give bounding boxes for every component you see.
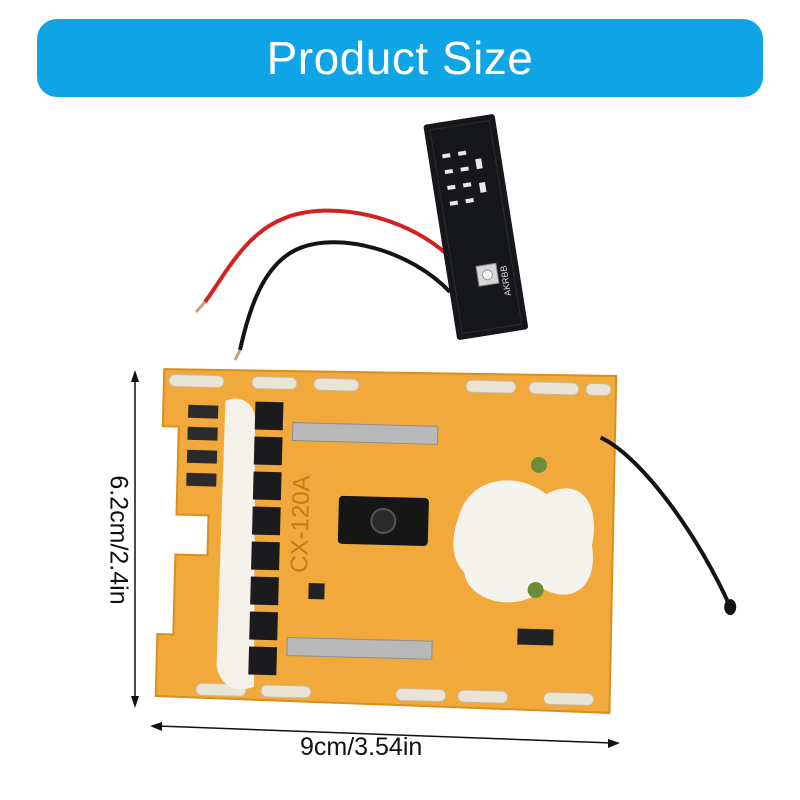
thermistor-wire: [599, 435, 733, 608]
white-glue-strip: [216, 398, 256, 690]
red-wire: [203, 208, 457, 304]
white-glue-blob: [453, 480, 595, 603]
dimension-arrow-vertical-icon: [131, 370, 139, 708]
banner-title: Product Size: [266, 32, 534, 84]
title-banner: Product Size: [37, 19, 763, 97]
board-marking: CX-120A: [286, 475, 316, 573]
black-wire: [238, 240, 452, 351]
height-dimension-label: 6.2cm/2.4in: [104, 475, 133, 605]
indicator-board: [423, 114, 529, 340]
indicator-board-assembly: AKRBB: [194, 114, 529, 361]
bms-board: CX-120A: [154, 368, 737, 714]
small-board-marking: AKRBB: [498, 265, 513, 297]
width-dimension-label: 9cm/3.54in: [300, 733, 423, 761]
dimension-arrow-horizontal-icon: [150, 722, 620, 748]
